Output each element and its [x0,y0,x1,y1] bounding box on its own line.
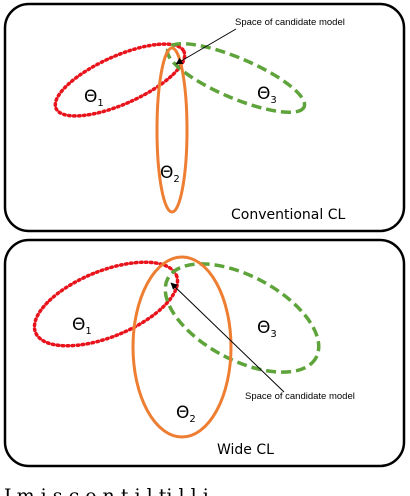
theta3-label: Θ3 [257,318,277,340]
panel-frame [3,238,406,468]
theta2-region [155,46,189,214]
annotation-arrow [175,28,237,65]
theta1-region [53,42,187,118]
theta1-label: Θ1 [72,315,92,337]
cutoff-caption-text: Lm i s c e n t i l ti l l i [4,485,209,496]
panel-conventional: Θ1 Θ2 Θ3 Space of candidate model Conven… [3,2,406,233]
theta3-region [163,262,321,374]
theta2-region [131,255,233,439]
annotation-label: Space of candidate model [245,391,355,402]
panel-frame [3,2,406,233]
annotation-label: Space of candidate model [235,17,345,28]
panel-wide: Θ1 Θ2 Θ3 Space of candidate model Wide C… [3,238,406,468]
theta3-label: Θ3 [257,84,277,106]
theta1-region [32,260,180,348]
theta2-label: Θ2 [176,403,196,425]
theta2-label: Θ2 [160,163,180,185]
annotation-arrow [170,282,285,393]
theta1-label: Θ1 [84,87,104,109]
panel-caption: Conventional CL [231,207,345,223]
panel-caption: Wide CL [217,442,274,458]
